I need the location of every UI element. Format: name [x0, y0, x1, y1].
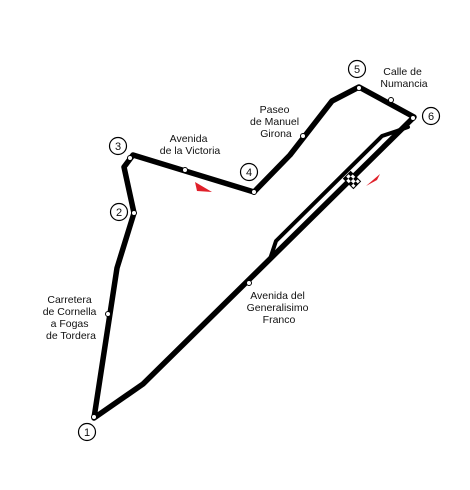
corner-2: 2 [109, 202, 129, 222]
corner-3: 3 [108, 136, 128, 156]
corner-5: 5 [347, 59, 367, 79]
corner-number: 1 [84, 427, 90, 439]
label-calle-numancia: Calle de Numancia [380, 66, 427, 90]
corner-number: 6 [428, 111, 434, 123]
label-avenida-victoria: Avenida de la Victoria [160, 133, 221, 157]
pit-lane [268, 125, 410, 261]
corner-number: 4 [246, 167, 252, 179]
label-paseo-manuel-girona: Paseo de Manuel Girona [250, 104, 302, 140]
corner-number: 5 [354, 64, 360, 76]
corner-number: 3 [115, 141, 121, 153]
direction-arrow-icon [366, 174, 380, 186]
corner-4: 4 [239, 162, 259, 182]
label-avenida-generalisimo: Avenida del Generalisimo Franco [247, 290, 312, 326]
corner-1: 1 [77, 422, 97, 442]
corner-number: 2 [116, 207, 122, 219]
direction-arrow-icon [195, 182, 212, 192]
track-main-loop [91, 84, 417, 421]
corner-6: 6 [421, 106, 441, 126]
track-markers [91, 85, 416, 420]
start-finish-flag [342, 170, 362, 190]
label-carretera-cornella: Carretera de Cornella a Fogas de Tordera [43, 294, 100, 342]
